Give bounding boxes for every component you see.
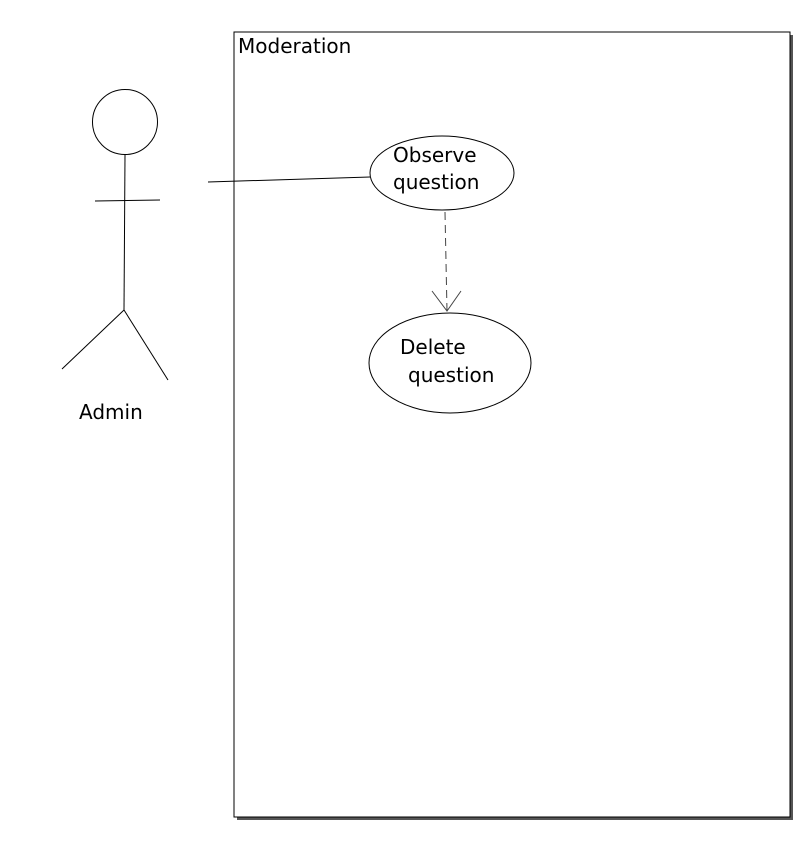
association-admin-observe[interactable] bbox=[207, 176, 371, 183]
actor-left-leg bbox=[61, 309, 125, 370]
dependency-arrowhead bbox=[431, 290, 462, 312]
actor-admin[interactable]: Admin bbox=[61, 89, 169, 425]
dependency-line bbox=[444, 211, 448, 312]
system-boundary-title: Moderation bbox=[238, 34, 351, 58]
use-case-observe-question[interactable]: Observe question bbox=[369, 135, 515, 211]
actor-label: Admin bbox=[79, 400, 143, 424]
actor-right-leg bbox=[123, 309, 169, 381]
actor-arms bbox=[94, 199, 161, 202]
system-boundary[interactable]: Moderation bbox=[233, 31, 793, 820]
use-case-delete-label-line1: Delete bbox=[400, 335, 466, 359]
dependency-observe-delete[interactable] bbox=[431, 211, 462, 312]
actor-body bbox=[123, 154, 126, 311]
actor-head bbox=[92, 89, 158, 155]
use-case-observe-ellipse bbox=[369, 135, 515, 211]
use-case-observe-label-line2: question bbox=[393, 170, 479, 194]
use-case-delete-ellipse bbox=[368, 312, 532, 414]
system-boundary-box bbox=[233, 31, 791, 818]
use-case-delete-question[interactable]: Delete question bbox=[368, 312, 532, 414]
use-case-delete-label-line2: question bbox=[408, 363, 494, 387]
use-case-observe-label-line1: Observe bbox=[393, 143, 477, 167]
